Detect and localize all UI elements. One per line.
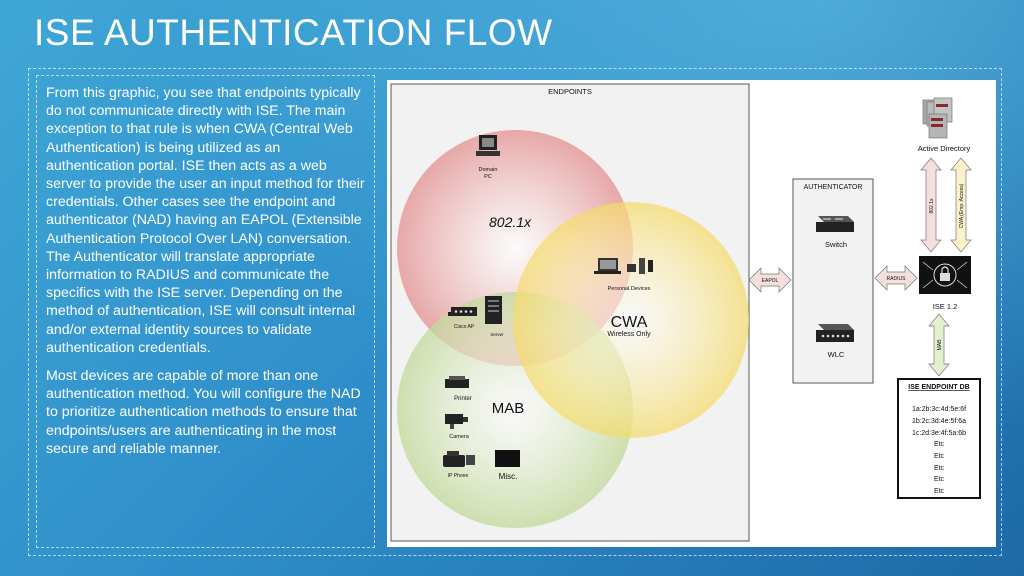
mab-link-label: MAB [937, 339, 943, 351]
label-8021x: 802.1x [489, 214, 532, 230]
mab-label: MAB [492, 400, 525, 417]
personal-devices-icon [594, 258, 653, 274]
domain-pc-icon [476, 135, 500, 156]
db-entry: 1a:2b:3c:4d:5e:6f [912, 406, 966, 413]
slide-title: ISE AUTHENTICATION FLOW [34, 12, 553, 53]
db-entry: Etc [934, 476, 945, 483]
domain-pc-label-2: PC [484, 174, 492, 180]
domain-pc-label-1: Domain [479, 167, 498, 173]
misc-icon [495, 450, 520, 467]
active-directory-icon [922, 97, 953, 139]
wlc-label: WLC [828, 350, 845, 359]
eapol-arrow [748, 267, 792, 293]
text-frame [36, 75, 375, 548]
printer-label: Printer [454, 396, 472, 402]
endpoint-db-title: ISE ENDPOINT DB [908, 384, 969, 391]
paragraph-2: Most devices are capable of more than on… [46, 368, 361, 457]
endpoint-db-box [897, 378, 981, 499]
db-entry: 1b:2c:3d:4e:5f:6a [912, 418, 966, 425]
radius-label: RADIUS [887, 276, 907, 282]
db-entry: Etc [934, 453, 945, 460]
authenticator-box [792, 178, 874, 384]
cisco-ap-label: Cisco AP [454, 324, 475, 330]
db-entry: Etc [934, 465, 945, 472]
printer-icon [445, 376, 469, 388]
ad-cwa-label: CWA (Emp. Access) [959, 183, 965, 228]
camera-label: Camera [449, 434, 470, 440]
db-entry: Etc [934, 488, 945, 495]
cisco-ap-icon [448, 307, 477, 316]
ad-8021x-arrow [920, 157, 942, 253]
switch-label: Switch [825, 240, 847, 249]
db-entry: 1c:2d:3e:4f:5a:6b [912, 430, 966, 437]
mab-link-arrow [928, 313, 950, 377]
wireless-only-label: Wireless Only [607, 331, 651, 338]
personal-devices-label: Personal Devices [608, 286, 651, 292]
switch-icon [816, 216, 854, 232]
ise-icon [919, 256, 971, 294]
endpoints-title: ENDPOINTS [548, 87, 592, 96]
ip-phone-icon [443, 451, 475, 467]
authenticator-title: AUTHENTICATOR [804, 184, 863, 191]
flow-diagram: ENDPOINTS Domain PC 802.1x [387, 80, 996, 547]
wlc-icon [816, 324, 854, 342]
ise-label: ISE 1.2 [933, 302, 958, 311]
content-frame [28, 68, 1002, 556]
radius-arrow [874, 265, 918, 291]
body-text: From this graphic, you see that endpoint… [46, 84, 366, 468]
server-label: Server [490, 332, 504, 337]
db-entry: Etc [934, 441, 945, 448]
misc-label: Misc. [499, 472, 518, 481]
ad-8021x-label: 802.1x [929, 198, 935, 214]
circle-cwa [513, 202, 749, 438]
ad-cwa-arrow [950, 157, 972, 253]
server-icon [485, 296, 502, 324]
camera-icon [445, 414, 468, 429]
paragraph-1: From this graphic, you see that endpoint… [46, 85, 365, 356]
cwa-label: CWA [611, 314, 648, 331]
eapol-label: EAPOL [762, 278, 779, 284]
active-directory-label: Active Directory [918, 144, 971, 153]
ip-phone-label: IP Phone [448, 473, 469, 479]
